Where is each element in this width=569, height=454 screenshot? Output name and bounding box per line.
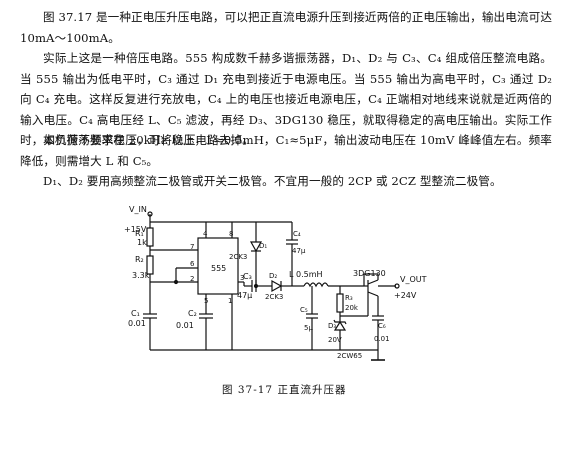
d3-value: 20V: [328, 336, 342, 344]
parameters-paragraph: 本机振荡频率在 20kHz 以上，L≈0.5mH，C₁≈5μF，输出波动电压在 …: [20, 133, 552, 168]
pin8-label: 8: [229, 230, 233, 238]
ic-label: 555: [211, 264, 226, 273]
vout-value: +24V: [394, 291, 417, 300]
c2-value: 0.01: [176, 321, 194, 330]
pin2-label: 2: [190, 275, 194, 283]
transistor-emitter: [367, 291, 379, 297]
intro-paragraph: 图 37.17 是一种正电压升压电路，可以把正直流电源升压到接近两倍的正电压输出…: [20, 10, 553, 45]
c3-value: 47μ: [237, 291, 252, 300]
c2-label: C₂: [188, 309, 197, 318]
junction-dot-node: [253, 283, 259, 289]
r1-label: R₁: [135, 229, 144, 238]
zener-d3-bar: [333, 319, 347, 325]
resistor-r3: [336, 293, 344, 313]
diode-d1: [249, 241, 263, 253]
figure-caption: 图 37-17 正直流升压器: [222, 384, 347, 396]
d1-type: 2CK3: [229, 253, 247, 261]
r2-value: 3.3k: [132, 271, 150, 280]
c6-value: 0.01: [374, 335, 390, 343]
d3-label: D₃: [328, 322, 336, 330]
r3-label: R₃: [345, 294, 353, 302]
r2-label: R₂: [135, 255, 144, 264]
c3-label: C₃: [243, 272, 252, 281]
pin1-label: 1: [228, 297, 232, 305]
pin6-label: 6: [190, 260, 195, 268]
transistor-collector: [367, 279, 379, 285]
pin3-label: 3: [240, 274, 244, 282]
vin-label: V_IN: [129, 205, 147, 214]
r3-value: 20k: [345, 304, 359, 312]
d2-label: D₂: [269, 272, 277, 280]
zener-d3: [333, 320, 347, 331]
resistor-r1: [146, 227, 154, 247]
junction-dot: [173, 279, 179, 285]
c1-label: C₁: [131, 309, 140, 318]
inductor-label: L 0.5mH: [289, 270, 323, 279]
d3-type: 2CW65: [337, 352, 362, 360]
pin7-label: 7: [190, 243, 194, 251]
c6-label: C₆: [378, 322, 386, 330]
supply-voltage-label: +15V: [124, 225, 147, 234]
vout-terminal: [394, 283, 400, 289]
vout-label: V_OUT: [400, 275, 427, 284]
c4-label: C₄: [293, 230, 301, 238]
inductor-l: [303, 282, 329, 288]
d1-label: D₁: [259, 242, 267, 250]
c5-value: 5μ: [304, 324, 313, 332]
diode-d2: [271, 279, 283, 293]
ic-555: [197, 237, 239, 295]
c5-label: C₅: [300, 306, 308, 314]
diode-note-paragraph: D₁、D₂ 要用高频整流二极管或开关二极管。不宜用一般的 2CP 或 2CZ 型…: [43, 174, 502, 188]
principle-paragraph: 实际上这是一种倍压电路。555 构成数千赫多谐振荡器，D₁、D₂ 与 C₃、C₄…: [20, 51, 552, 147]
c1-value: 0.01: [128, 319, 146, 328]
c4-value: 47μ: [292, 247, 306, 255]
d2-type: 2CK3: [265, 293, 283, 301]
r1-value: 1k: [137, 238, 147, 247]
